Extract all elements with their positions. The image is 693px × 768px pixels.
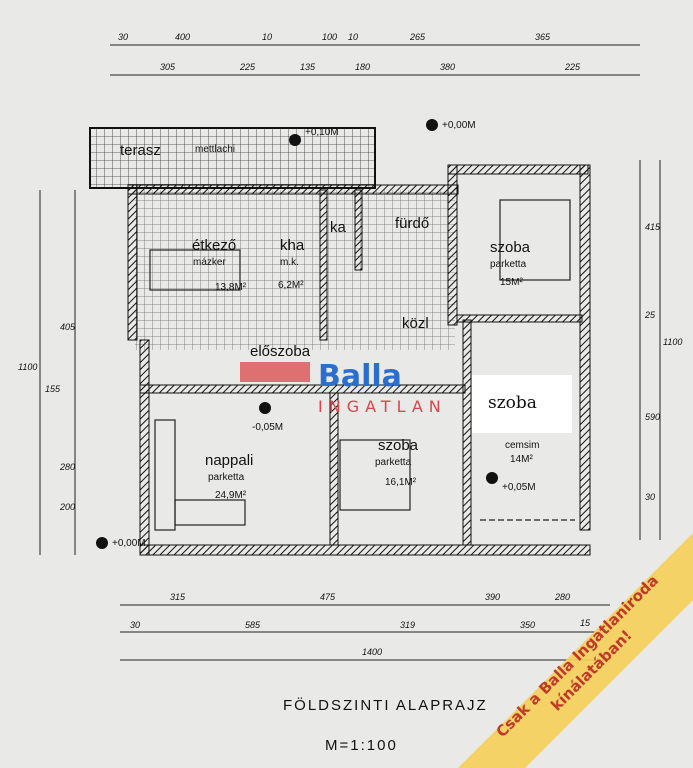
svg-text:590: 590: [645, 412, 660, 422]
room-floor: mettlachi: [195, 144, 235, 155]
room-name: közl: [402, 315, 429, 332]
svg-text:475: 475: [320, 592, 336, 602]
room-name: étkező: [192, 237, 236, 254]
room-name: ka: [330, 219, 347, 236]
room-floor: parketta: [375, 457, 412, 468]
svg-text:100: 100: [322, 32, 337, 42]
svg-text:1100: 1100: [18, 362, 37, 372]
svg-text:200: 200: [59, 502, 75, 512]
room-area: 13,8M²: [215, 282, 247, 293]
room-name: kha: [280, 237, 305, 254]
svg-text:415: 415: [645, 222, 661, 232]
svg-text:15: 15: [580, 618, 591, 628]
furniture: [149, 199, 575, 531]
level-markers: [96, 119, 498, 549]
room-name-handwritten: szoba: [488, 393, 537, 413]
svg-text:265: 265: [409, 32, 426, 42]
room-floor: m.k.: [280, 257, 299, 268]
level-label: +0,05M: [502, 482, 536, 493]
room-name: szoba: [490, 239, 531, 256]
svg-text:400: 400: [175, 32, 190, 42]
svg-text:225: 225: [239, 62, 256, 72]
svg-text:280: 280: [554, 592, 570, 602]
svg-text:10: 10: [348, 32, 358, 42]
promo-banner: Csak a Balla Ingatlaniroda kínálatában!: [458, 533, 693, 768]
svg-text:1400: 1400: [362, 647, 382, 657]
room-floor: parketta: [208, 472, 245, 483]
room-area: 6,2M²: [278, 280, 304, 291]
room-area: 24,9M²: [215, 490, 247, 501]
svg-text:390: 390: [485, 592, 500, 602]
room-area: 16,1M²: [385, 477, 417, 488]
svg-text:30: 30: [118, 32, 128, 42]
room-name: terasz: [120, 142, 161, 159]
tiled-floor: [135, 190, 455, 350]
svg-text:25: 25: [644, 310, 656, 320]
plan-scale: M=1:100: [325, 737, 398, 754]
level-label: -0,05M: [252, 422, 283, 433]
svg-text:225: 225: [564, 62, 581, 72]
room-floor: mázker: [193, 257, 226, 268]
svg-text:135: 135: [300, 62, 316, 72]
svg-text:319: 319: [400, 620, 415, 630]
room-name: előszoba: [250, 343, 311, 360]
svg-text:365: 365: [535, 32, 551, 42]
room-area: 14M²: [510, 454, 533, 465]
svg-text:Balla: Balla: [318, 359, 402, 394]
svg-text:30: 30: [645, 492, 655, 502]
room-floor: parketta: [490, 259, 527, 270]
svg-text:155: 155: [45, 384, 61, 394]
dimension-labels: 30 400 10 100 10 265 365 305 225 135 180…: [18, 32, 682, 657]
dimension-lines: [39, 44, 661, 661]
plan-title: FÖLDSZINTI ALAPRAJZ: [283, 696, 488, 714]
handwritten-note-paper: [472, 375, 572, 433]
svg-text:30: 30: [130, 620, 140, 630]
svg-text:INGATLAN: INGATLAN: [318, 397, 447, 416]
svg-text:280: 280: [59, 462, 75, 472]
level-label: +0,00M: [112, 538, 146, 549]
svg-text:585: 585: [245, 620, 261, 630]
room-area: 15M²: [500, 277, 523, 288]
room-name: nappali: [205, 452, 253, 469]
walls: [127, 164, 591, 556]
svg-text:180: 180: [355, 62, 370, 72]
level-label: +0,10M: [305, 127, 339, 138]
svg-text:305: 305: [160, 62, 176, 72]
svg-text:380: 380: [440, 62, 455, 72]
level-label: +0,00M: [442, 120, 476, 131]
svg-text:1100: 1100: [663, 337, 682, 347]
svg-text:350: 350: [520, 620, 535, 630]
svg-text:10: 10: [262, 32, 272, 42]
svg-text:315: 315: [170, 592, 186, 602]
room-name: szoba: [378, 437, 419, 454]
balla-watermark-logo: Balla INGATLAN: [240, 359, 447, 416]
room-name: fürdő: [395, 215, 429, 232]
terrace: [89, 127, 376, 189]
room-floor: cemsim: [505, 440, 539, 451]
svg-text:405: 405: [60, 322, 76, 332]
